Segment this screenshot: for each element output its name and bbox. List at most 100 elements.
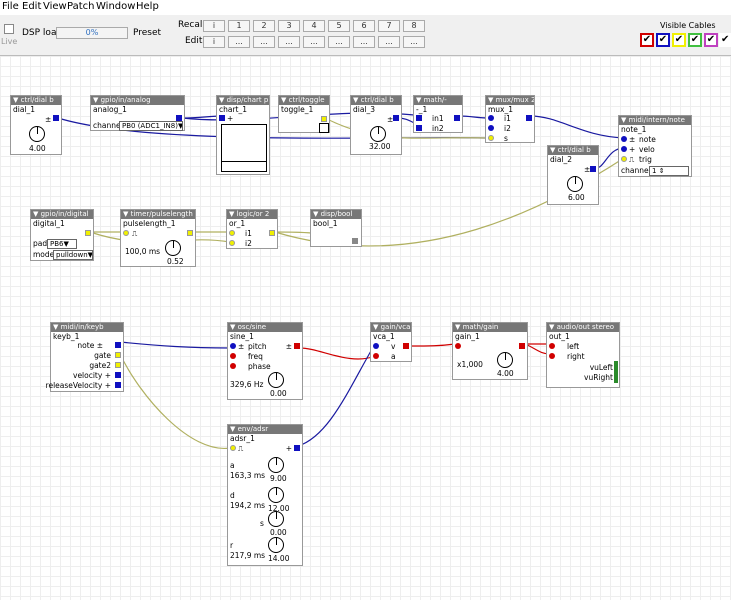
inlet-port-pitch[interactable]: [230, 343, 236, 349]
outlet-port-velocity[interactable]: [115, 372, 121, 378]
recall-preset-4[interactable]: 4: [303, 20, 325, 32]
object-note-1[interactable]: ▼ midi/intern/note note_1 ± note + velo …: [618, 115, 692, 177]
inlet-port-freq[interactable]: [230, 353, 236, 359]
object-header[interactable]: ▼ logic/or 2: [227, 210, 277, 219]
object-header[interactable]: ▼ osc/sine: [228, 323, 302, 332]
cable-toggle-yellow[interactable]: ✔: [672, 33, 686, 47]
knob-control[interactable]: [29, 126, 45, 142]
edit-preset-3[interactable]: ...: [278, 36, 300, 48]
object-adsr-1[interactable]: ▼ env/adsr adsr_1 ⎍ + a 163,3 ms 9.00 d …: [227, 424, 303, 566]
object-header[interactable]: ▼ ctrl/dial b: [11, 96, 61, 105]
inlet-port-s[interactable]: [488, 135, 494, 141]
object-out-1[interactable]: ▼ audio/out stereo out_1 left right vuLe…: [546, 322, 620, 388]
object-header[interactable]: ▼ ctrl/dial b: [351, 96, 401, 105]
object-header[interactable]: ▼ midi/in/keyb: [51, 323, 123, 332]
outlet-port[interactable]: [393, 115, 399, 121]
object-header[interactable]: ▼ disp/chart p: [217, 96, 269, 105]
inlet-port-in2[interactable]: [416, 125, 422, 131]
object-toggle-1[interactable]: ▼ ctrl/toggle toggle_1: [278, 95, 330, 133]
object-chart-1[interactable]: ▼ disp/chart p chart_1 +: [216, 95, 270, 175]
cable-toggle-red[interactable]: ✔: [640, 33, 654, 47]
edit-preset-7[interactable]: ...: [378, 36, 400, 48]
edit-preset-5[interactable]: ...: [328, 36, 350, 48]
inlet-port-i2[interactable]: [488, 125, 494, 131]
menu-edit[interactable]: Edit: [22, 1, 42, 12]
edit-preset-1[interactable]: ...: [228, 36, 250, 48]
live-checkbox[interactable]: [4, 24, 14, 34]
inlet-port[interactable]: [219, 115, 225, 121]
object-header[interactable]: ▼ math/-: [414, 96, 462, 105]
object-dial-2[interactable]: ▼ ctrl/dial b dial_2 ± 6.00: [547, 145, 599, 205]
outlet-port[interactable]: [85, 230, 91, 236]
outlet-port[interactable]: [269, 230, 275, 236]
menu-view[interactable]: View: [43, 1, 67, 12]
object-or-1[interactable]: ▼ logic/or 2 or_1 i1 i2: [226, 209, 278, 249]
knob-control[interactable]: [567, 176, 583, 192]
object-dial-3[interactable]: ▼ ctrl/dial b dial_3 ± 32.00: [350, 95, 402, 155]
menu-window[interactable]: Window: [96, 1, 136, 12]
object-vca-1[interactable]: ▼ gain/vca vca_1 v a: [370, 322, 412, 362]
edit-preset-8[interactable]: ...: [403, 36, 425, 48]
outlet-port[interactable]: [294, 343, 300, 349]
inlet-port[interactable]: [455, 343, 461, 349]
inlet-port-phase[interactable]: [230, 363, 236, 369]
object-digital-1[interactable]: ▼ gpio/in/digital digital_1 pad PB6▼ mod…: [30, 209, 94, 261]
recall-preset-i[interactable]: i: [203, 20, 225, 32]
recall-preset-2[interactable]: 2: [253, 20, 275, 32]
object-header[interactable]: ▼ midi/intern/note: [619, 116, 691, 125]
object-header[interactable]: ▼ mux/mux 2: [486, 96, 534, 105]
knob-control[interactable]: [497, 352, 513, 368]
object-header[interactable]: ▼ gpio/in/analog: [91, 96, 184, 105]
inlet-port-velo[interactable]: [621, 146, 627, 152]
edit-preset-2[interactable]: ...: [253, 36, 275, 48]
object-gain-1[interactable]: ▼ math/gain gain_1 x1,000 4.00: [452, 322, 528, 380]
edit-preset-6[interactable]: ...: [353, 36, 375, 48]
outlet-port[interactable]: [526, 115, 532, 121]
outlet-port[interactable]: [294, 445, 300, 451]
outlet-port-gate[interactable]: [115, 352, 121, 358]
inlet-port-a[interactable]: [373, 353, 379, 359]
outlet-port[interactable]: [454, 115, 460, 121]
object-header[interactable]: ▼ timer/pulselength: [121, 210, 195, 219]
menu-help[interactable]: Help: [136, 1, 159, 12]
cable-toggle-white[interactable]: ✔: [719, 33, 731, 47]
object-header[interactable]: ▼ ctrl/dial b: [548, 146, 598, 155]
recall-preset-5[interactable]: 5: [328, 20, 350, 32]
cable-toggle-green[interactable]: ✔: [688, 33, 702, 47]
edit-preset-i[interactable]: i: [203, 36, 225, 48]
recall-preset-6[interactable]: 6: [353, 20, 375, 32]
attack-knob[interactable]: [268, 457, 284, 473]
menu-patch[interactable]: Patch: [67, 1, 95, 12]
release-knob[interactable]: [268, 537, 284, 553]
object-pulselength-1[interactable]: ▼ timer/pulselength pulselength_1 ⎍ 100,…: [120, 209, 196, 267]
outlet-port[interactable]: [403, 343, 409, 349]
object-header[interactable]: ▼ env/adsr: [228, 425, 302, 434]
outlet-port[interactable]: [321, 116, 327, 122]
toggle-button[interactable]: [319, 123, 329, 133]
patch-canvas[interactable]: ▼ ctrl/dial b dial_1 ± 4.00 ▼ gpio/in/an…: [0, 56, 731, 600]
cable-toggle-purple[interactable]: ✔: [704, 33, 718, 47]
object-header[interactable]: ▼ disp/bool: [311, 210, 361, 219]
object-sine-1[interactable]: ▼ osc/sine sine_1 ± pitch freq phase ± 3…: [227, 322, 303, 400]
object-mux-1[interactable]: ▼ mux/mux 2 mux_1 i1 i2 s: [485, 95, 535, 143]
cable-toggle-blue[interactable]: ✔: [656, 33, 670, 47]
knob-control[interactable]: [268, 372, 284, 388]
knob-control[interactable]: [370, 126, 386, 142]
outlet-port[interactable]: [590, 166, 596, 172]
recall-preset-3[interactable]: 3: [278, 20, 300, 32]
inlet-port-in1[interactable]: [416, 115, 422, 121]
object-header[interactable]: ▼ gain/vca: [371, 323, 411, 332]
object-dial-1[interactable]: ▼ ctrl/dial b dial_1 ± 4.00: [10, 95, 62, 155]
inlet-port-i2[interactable]: [229, 240, 235, 246]
inlet-port-note[interactable]: [621, 136, 627, 142]
outlet-port[interactable]: [53, 115, 59, 121]
object-header[interactable]: ▼ audio/out stereo: [547, 323, 619, 332]
object-bool-1[interactable]: ▼ disp/bool bool_1: [310, 209, 362, 247]
outlet-port-gate2[interactable]: [115, 362, 121, 368]
object-keyb-1[interactable]: ▼ midi/in/keyb keyb_1 note ± gate gate2 …: [46, 322, 124, 392]
mode-select[interactable]: pulldown▼: [53, 250, 93, 260]
inlet-port-i1[interactable]: [229, 230, 235, 236]
object-minus-1[interactable]: ▼ math/- -_1 in1 in2: [413, 95, 463, 133]
inlet-port[interactable]: [123, 230, 129, 236]
edit-preset-4[interactable]: ...: [303, 36, 325, 48]
